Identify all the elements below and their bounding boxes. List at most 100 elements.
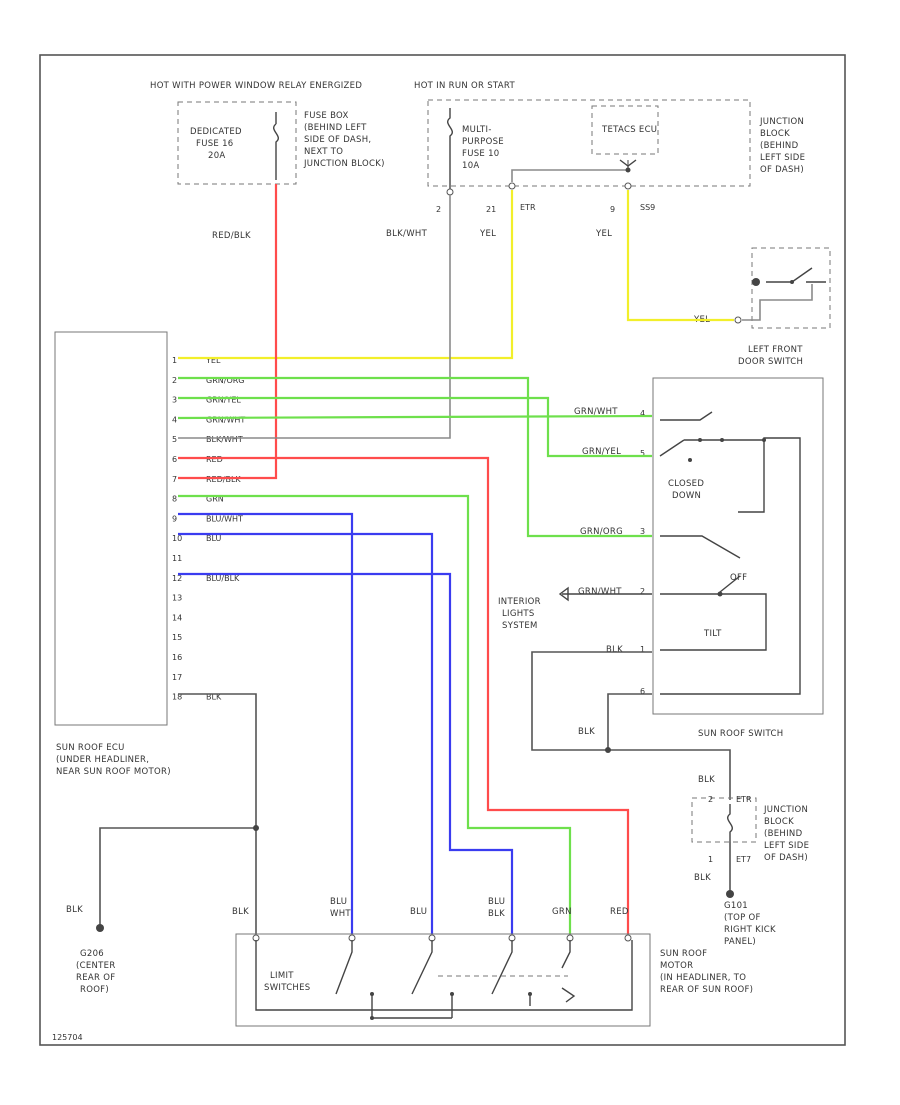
closed-label: CLOSED	[668, 479, 704, 489]
motor-wire-label: BLK	[232, 907, 249, 917]
door-switch-int-wire	[742, 284, 813, 321]
ecu-label-2: (UNDER HEADLINER,	[56, 755, 149, 765]
wire-blu	[178, 532, 434, 934]
wire-label-yel-9: YEL	[595, 229, 612, 239]
door-switch-contact	[766, 267, 826, 283]
g101-4: PANEL)	[724, 937, 756, 947]
g101-3: RIGHT KICK	[724, 925, 776, 935]
limit-switch-contacts	[335, 940, 513, 995]
jb-pin-1: 1	[708, 855, 713, 864]
door-switch-ground	[752, 278, 760, 286]
ecu-pin-color: YEL	[205, 356, 221, 365]
pin-9: 9	[610, 205, 615, 214]
motor-label-2: MOTOR	[660, 961, 693, 971]
wire-label-yel-21: YEL	[479, 229, 496, 239]
g101-ground	[726, 890, 734, 898]
int-lights-2: LIGHTS	[502, 609, 535, 619]
connector	[698, 438, 702, 442]
mpf-fuse-1: MULTI-	[462, 125, 492, 135]
jb-splice	[625, 167, 631, 173]
tilt-label: TILT	[703, 629, 722, 639]
wire-label-grn-yel-sw: GRN/YEL	[582, 447, 621, 457]
ecu-pin-number: 9	[172, 514, 177, 523]
ecu-pin-number: 10	[172, 534, 182, 543]
junction-block-bottom	[691, 797, 757, 843]
sw-pin-2: 2	[640, 587, 645, 596]
switch-contact-down	[660, 535, 741, 559]
fuse-box-loc-3: SIDE OF DASH,	[304, 135, 371, 145]
wire-label-blk-jb: BLK	[698, 775, 715, 785]
door-switch-box	[751, 247, 831, 329]
motor-armature	[561, 940, 571, 969]
switch-tilt-loop	[660, 593, 767, 651]
connector	[720, 438, 724, 442]
wire-grn-wht	[177, 414, 653, 420]
ecu-pin-number: 13	[172, 594, 182, 603]
wire-label-blk-sw2: BLK	[578, 727, 595, 737]
ecu-pin-number: 12	[172, 574, 182, 583]
motor-wire-label: RED	[610, 907, 629, 917]
connector	[253, 825, 259, 831]
sunroof-switch-box	[652, 377, 824, 715]
diagram-frame	[39, 54, 846, 1046]
connector	[688, 458, 692, 462]
dedicated-fuse-label-2: FUSE 16	[196, 139, 234, 149]
ecu-pin-color: BLK/WHT	[206, 435, 243, 444]
switch-contact-open	[660, 411, 713, 421]
g206-3: REAR OF	[76, 973, 115, 983]
motor-terminal	[624, 934, 632, 942]
connector	[790, 280, 794, 284]
wire-label-grn-wht-int: GRN/WHT	[578, 587, 622, 597]
ecu-pin-color: GRN/ORG	[206, 376, 245, 385]
ecu-pin-number: 4	[172, 415, 177, 424]
ecu-pin-color: RED	[206, 455, 223, 464]
jb-top-2: BLOCK	[760, 129, 790, 139]
fuse-box-loc-4: NEXT TO	[304, 147, 343, 157]
ecu-pin-color: BLU/BLK	[206, 574, 240, 583]
g206-2: (CENTER	[76, 961, 116, 971]
jb-top-3: (BEHIND	[760, 141, 799, 151]
sunroof-ecu-box	[54, 331, 168, 726]
sw-pin-5: 5	[640, 449, 645, 458]
sw-pin-4: 4	[640, 409, 645, 418]
wire-blu-wht	[178, 512, 354, 934]
jb-top-4: LEFT SIDE	[760, 153, 805, 163]
jb-top-5: OF DASH)	[760, 165, 804, 175]
int-lights-3: SYSTEM	[502, 621, 538, 631]
jb-pin-2: 2	[708, 795, 713, 804]
motor-label-3: (IN HEADLINER, TO	[660, 973, 746, 983]
ecu-pin-color: BLK	[206, 693, 222, 702]
ecu-pin-number: 14	[172, 613, 182, 622]
ecu-pin-number: 5	[172, 435, 177, 444]
mpf-fuse-symbol	[447, 108, 453, 192]
connector	[734, 316, 742, 324]
wire-red-motor	[178, 456, 630, 934]
wire-label-blk-g206: BLK	[66, 905, 83, 915]
ecu-pin-color: GRN	[206, 495, 224, 504]
ecu-pin-number: 2	[172, 376, 177, 385]
tetacs-arrow	[619, 159, 637, 167]
wire-grn-org	[178, 376, 652, 538]
wire-label-grn-org-sw: GRN/ORG	[580, 527, 623, 537]
jb-bottom-4: LEFT SIDE	[764, 841, 809, 851]
tetacs-ecu-label: TETACS ECU	[601, 125, 657, 135]
pin-21: 21	[486, 205, 496, 214]
wire-label-blk-wht: BLK/WHT	[386, 229, 428, 239]
connector	[508, 182, 516, 190]
motor-wire-label: BLU	[330, 897, 347, 907]
limit-switch-1: LIMIT	[270, 971, 294, 981]
wire-red-blk	[178, 184, 278, 480]
pin-etr: ETR	[520, 203, 536, 212]
limit-switch-2: SWITCHES	[264, 983, 311, 993]
wire-grn-motor	[178, 494, 572, 934]
motor-label-4: REAR OF SUN ROOF)	[660, 985, 753, 995]
ecu-pin-number: 8	[172, 495, 177, 504]
motor-wire-label: GRN	[552, 907, 572, 917]
ecu-pin-number: 16	[172, 653, 182, 662]
ecu-pin-color: GRN/YEL	[206, 396, 241, 405]
ecu-pin-number: 6	[172, 455, 177, 464]
wire-blk-sw1	[531, 651, 652, 751]
